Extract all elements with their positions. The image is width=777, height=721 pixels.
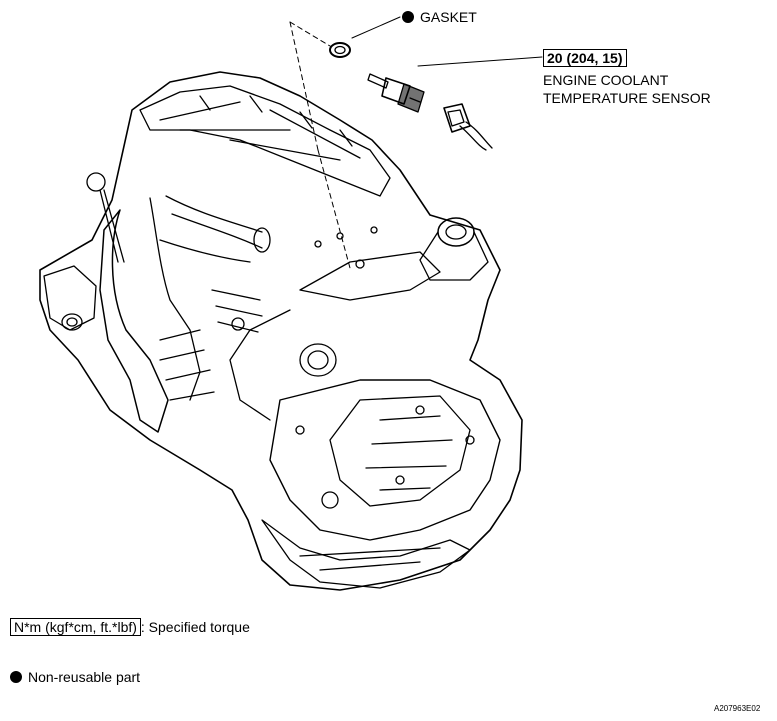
non-reusable-legend-dot-icon	[10, 671, 22, 683]
figure-id: A207963E02	[714, 704, 761, 713]
gasket-label: GASKET	[402, 9, 477, 25]
non-reusable-legend-text: Non-reusable part	[28, 669, 141, 685]
torque-value-box: 20 (204, 15)	[543, 49, 627, 67]
non-reusable-legend: Non-reusable part	[10, 669, 140, 685]
torque-units-box: N*m (kgf*cm, ft.*lbf)	[10, 618, 141, 636]
non-reusable-dot-icon	[402, 11, 414, 23]
leader-lines	[289, 16, 543, 269]
sensor-connector	[443, 103, 493, 151]
engine-block	[39, 71, 523, 591]
gasket-part	[329, 42, 351, 58]
sensor-label-line2: TEMPERATURE SENSOR	[543, 90, 711, 106]
coolant-sensor-part	[367, 73, 425, 113]
torque-legend: N*m (kgf*cm, ft.*lbf): Specified torque	[10, 618, 250, 636]
torque-legend-text: : Specified torque	[140, 619, 250, 635]
sensor-label-line1: ENGINE COOLANT	[543, 72, 669, 88]
